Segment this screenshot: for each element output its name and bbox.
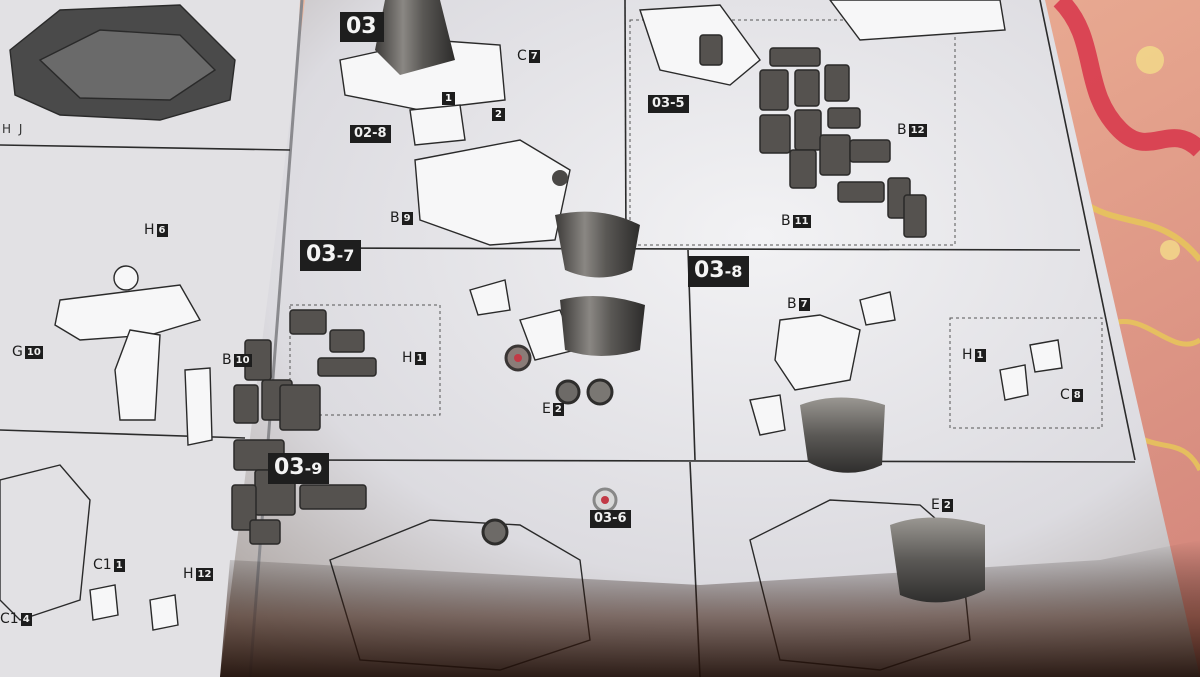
- step-number: 03: [346, 14, 377, 39]
- step-sub: -9: [304, 459, 323, 478]
- step-sub: -7: [336, 246, 355, 265]
- step-number: 03: [694, 258, 725, 283]
- badge-1: 1: [442, 92, 455, 105]
- step-label-03-8: 03-8: [688, 256, 750, 287]
- ref-label-03-6: 03-6: [590, 510, 631, 528]
- step-label-03-top: 03: [340, 12, 384, 42]
- corner-text: H J: [2, 122, 25, 136]
- ref-label-03-5: 03-5: [648, 95, 689, 113]
- step-number: 03: [274, 455, 305, 480]
- metal-parts: [375, 0, 985, 603]
- badge-2: 2: [492, 108, 505, 121]
- step-number: 03: [306, 242, 337, 267]
- callout-boxes: [289, 19, 1103, 429]
- step-sub: -8: [724, 262, 743, 281]
- line-art: [10, 0, 1062, 630]
- ref-label-02-8: 02-8: [350, 125, 391, 143]
- step-grid: [0, 0, 1136, 677]
- step-label-03-7: 03-7: [300, 240, 362, 271]
- step-label-03-9: 03-9: [268, 453, 330, 484]
